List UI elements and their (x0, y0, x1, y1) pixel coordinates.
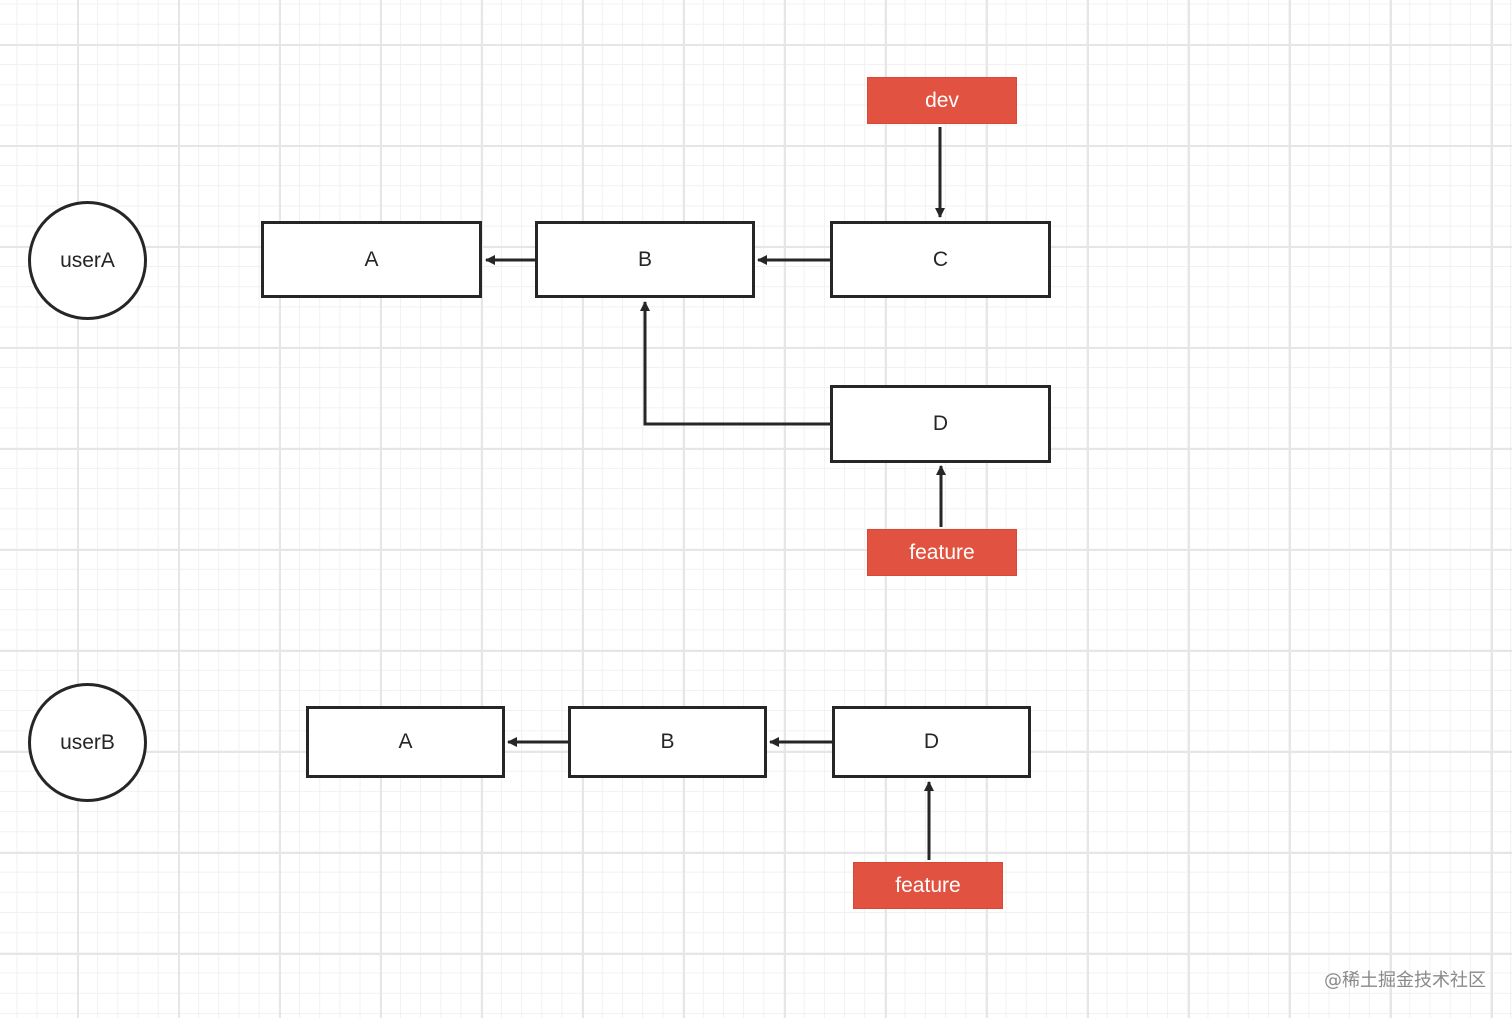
branch-dev-tag: dev (867, 77, 1017, 124)
commit-d2-node: D (832, 706, 1031, 778)
commit-a-label: A (364, 247, 379, 271)
commit-b2-node: B (568, 706, 767, 778)
commit-a2-node: A (306, 706, 505, 778)
commit-b-label: B (637, 247, 652, 271)
branch-feature-tag: feature (867, 529, 1017, 576)
user-b-circle: userB (28, 683, 147, 802)
branch-feature2-tag: feature (853, 862, 1003, 909)
commit-c-label: C (932, 247, 949, 271)
branch-dev-label: dev (925, 88, 959, 112)
branch-feature-label: feature (909, 540, 975, 564)
commit-c-node: C (830, 221, 1051, 298)
commit-d-label: D (932, 412, 949, 435)
commit-d-node: D (830, 385, 1051, 463)
commit-d2-label: D (923, 730, 940, 753)
edge-d-to-b (640, 301, 830, 426)
commit-a-node: A (261, 221, 482, 298)
branch-feature2-label: feature (895, 873, 961, 897)
watermark: @稀土掘金技术社区 (1324, 970, 1486, 991)
user-b-label: userB (60, 730, 115, 754)
user-a-circle: userA (28, 201, 147, 320)
user-a-label: userA (60, 248, 115, 272)
commit-a2-label: A (398, 730, 413, 753)
commit-b2-label: B (660, 730, 675, 753)
commit-b-node: B (535, 221, 755, 298)
